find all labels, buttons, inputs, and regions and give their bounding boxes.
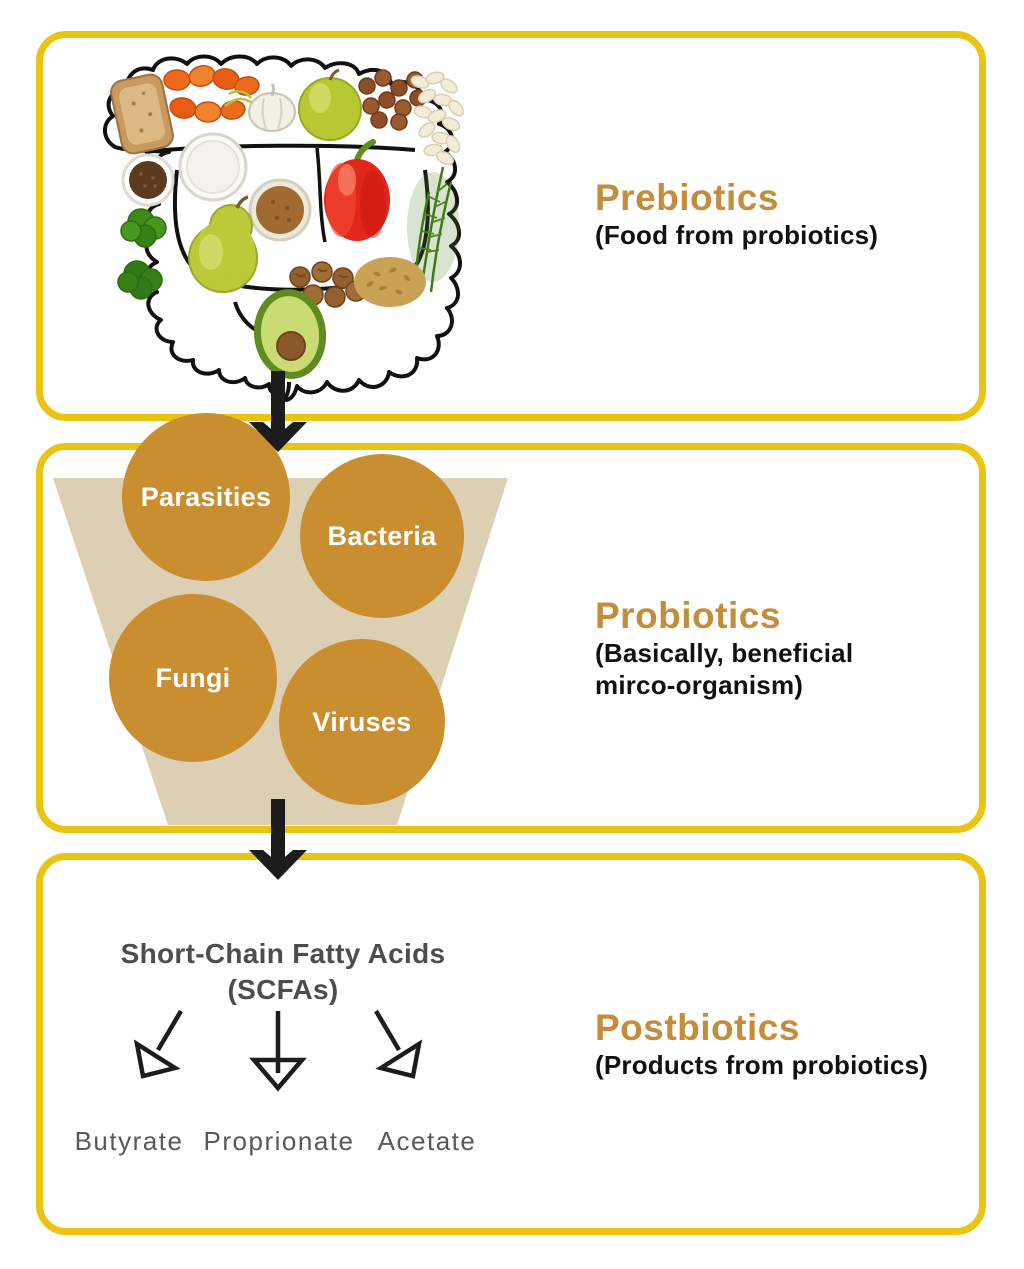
scfa-heading: Short-Chain Fatty Acids	[120, 938, 446, 969]
red-pepper	[324, 139, 390, 241]
arrow-to-acetate-icon	[374, 1009, 423, 1079]
arrow-to-proprionate-icon	[249, 1011, 307, 1092]
bran-bowl	[248, 178, 312, 242]
wheat-grains	[354, 257, 426, 307]
organism-label: Bacteria	[327, 520, 437, 551]
apple	[298, 68, 362, 141]
flax-seed-bowl	[121, 153, 175, 207]
organism-circle-parasities: Parasities	[122, 413, 290, 581]
organism-circle-viruses: Viruses	[279, 639, 445, 805]
postbiotics-subtitle: (Products from probiotics)	[595, 1049, 929, 1080]
postbiotics-section-box	[36, 853, 986, 1235]
pear	[188, 195, 258, 293]
scfa-branch-arrows	[133, 1009, 423, 1092]
intestine-inner-loop	[172, 169, 430, 292]
white-beans	[410, 71, 464, 166]
probiotics-title: Probiotics	[595, 595, 781, 636]
milk-glass	[178, 132, 248, 202]
down-arrow-icon	[249, 799, 307, 880]
intestine-inner-line-top	[144, 143, 416, 154]
down-arrow-icon	[249, 371, 307, 452]
hazelnuts	[358, 69, 427, 131]
probiotics-subtitle: (Basically, beneficial mirco-organism)	[595, 637, 853, 702]
organism-circle-bacteria: Bacteria	[300, 454, 464, 618]
product-label-butyrate: Butyrate	[74, 1126, 184, 1156]
product-label-proprionate: Proprionate	[203, 1126, 355, 1156]
sprout	[224, 90, 254, 107]
avocado-half	[253, 289, 327, 379]
product-label-acetate: Acetate	[377, 1126, 477, 1156]
probiotics-title-block: Probiotics (Basically, beneficial mirco-…	[595, 595, 853, 702]
organism-label: Fungi	[155, 662, 231, 693]
postbiotics-title-block: Postbiotics (Products from probiotics)	[595, 1007, 929, 1081]
garlic-bulb	[248, 83, 296, 132]
intestine-foods-illustration	[103, 54, 464, 402]
intestine-inner-line-mid	[315, 147, 327, 243]
prebiotics-title-block: Prebiotics (Food from probiotics)	[595, 177, 879, 251]
broccoli	[117, 208, 167, 300]
postbiotics-title: Postbiotics	[595, 1007, 800, 1048]
probiotics-subtitle-line1: (Basically, beneficial	[595, 637, 854, 668]
organism-label: Parasities	[140, 481, 272, 512]
bread-slice	[110, 73, 174, 155]
prebiotics-title: Prebiotics	[595, 177, 779, 218]
probiotics-subtitle-line2: mirco-organism)	[595, 670, 804, 701]
scfa-subheading: (SCFAs)	[227, 974, 339, 1006]
prebiotics-subtitle: (Food from probiotics)	[595, 219, 879, 250]
scfa-heading-block: Short-Chain Fatty Acids (SCFAs)	[63, 936, 503, 1009]
arrow-to-butyrate-icon	[133, 1009, 183, 1079]
organism-label: Viruses	[312, 706, 412, 737]
organism-circle-fungi: Fungi	[109, 594, 277, 762]
